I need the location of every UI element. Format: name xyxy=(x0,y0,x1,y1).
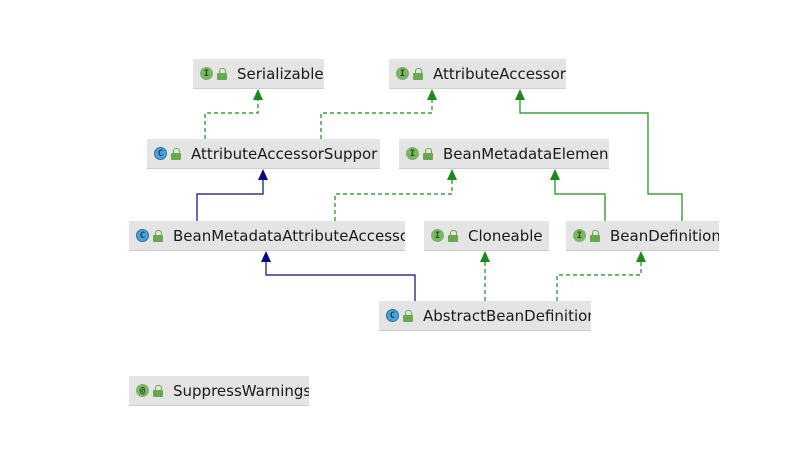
edge-arrowhead xyxy=(550,169,560,180)
edge-line xyxy=(204,99,259,139)
edge-line xyxy=(554,179,606,221)
node-beandefinition[interactable]: I BeanDefinition xyxy=(566,221,719,251)
interface-icon: I xyxy=(200,67,213,80)
interface-icon: I xyxy=(431,229,444,242)
edge-beandefinition-to-beanmetadataelement xyxy=(550,169,606,221)
class-icon: C xyxy=(136,229,149,242)
edge-beanmetadataattributeaccessor-to-beanmetadataelement xyxy=(334,169,457,221)
public-lock-icon xyxy=(590,229,601,242)
edge-arrowhead xyxy=(447,169,457,180)
public-lock-icon xyxy=(403,309,414,322)
edge-abstractbeandefinition-to-beanmetadataattributeaccessor xyxy=(261,251,416,301)
edge-arrowhead xyxy=(636,251,646,262)
public-lock-icon xyxy=(217,67,228,80)
public-lock-icon xyxy=(153,229,164,242)
edge-arrowhead xyxy=(480,251,490,262)
edge-abstractbeandefinition-to-cloneable xyxy=(480,251,490,301)
edge-line xyxy=(265,261,416,301)
edge-attributeaccessorsupport-to-attributeaccessor xyxy=(320,89,437,139)
node-cloneable[interactable]: I Cloneable xyxy=(424,221,549,251)
edge-attributeaccessorsupport-to-serializable xyxy=(204,89,263,139)
edge-line xyxy=(196,179,264,221)
edge-line xyxy=(556,261,642,301)
public-lock-icon xyxy=(423,147,434,160)
public-lock-icon xyxy=(413,67,424,80)
node-label: Serializable xyxy=(237,64,324,83)
interface-icon: I xyxy=(396,67,409,80)
node-label: BeanDefinition xyxy=(610,226,719,245)
edge-arrowhead xyxy=(427,89,437,100)
node-attributeaccessor[interactable]: I AttributeAccessor xyxy=(389,59,566,89)
node-attributeaccessorsupport[interactable]: C AttributeAccessorSuppor xyxy=(147,139,380,169)
node-label: BeanMetadataAttributeAccesso xyxy=(173,226,405,245)
edge-arrowhead xyxy=(253,89,263,100)
node-label: AbstractBeanDefinition xyxy=(423,306,591,325)
edge-arrowhead xyxy=(258,169,268,180)
edge-beanmetadataattributeaccessor-to-attributeaccessorsupport xyxy=(196,169,268,221)
node-label: SuppressWarnings xyxy=(173,381,309,400)
edge-arrowhead xyxy=(515,89,525,100)
node-beanmetadataattributeaccessor[interactable]: C BeanMetadataAttributeAccesso xyxy=(129,221,405,251)
edge-line xyxy=(334,179,453,221)
public-lock-icon xyxy=(448,229,459,242)
node-label: AttributeAccessor xyxy=(433,64,566,83)
node-suppresswarnings[interactable]: @ SuppressWarnings xyxy=(129,376,309,406)
edge-arrowhead xyxy=(261,251,271,262)
interface-icon: I xyxy=(406,147,419,160)
annotation-icon: @ xyxy=(136,384,149,397)
node-serializable[interactable]: I Serializable xyxy=(193,59,324,89)
edge-abstractbeandefinition-to-beandefinition xyxy=(556,251,646,301)
edge-line xyxy=(519,99,683,221)
node-beanmetadataelement[interactable]: I BeanMetadataElement xyxy=(399,139,609,169)
public-lock-icon xyxy=(171,147,182,160)
node-abstractbeandefinition[interactable]: C AbstractBeanDefinition xyxy=(379,301,591,331)
class-icon: C xyxy=(154,147,167,160)
node-label: Cloneable xyxy=(468,226,543,245)
interface-icon: I xyxy=(573,229,586,242)
class-icon: C xyxy=(386,309,399,322)
public-lock-icon xyxy=(153,384,164,397)
node-label: AttributeAccessorSuppor xyxy=(191,144,378,163)
edge-line xyxy=(320,99,433,139)
node-label: BeanMetadataElement xyxy=(443,144,609,163)
edge-beandefinition-to-attributeaccessor xyxy=(515,89,683,221)
